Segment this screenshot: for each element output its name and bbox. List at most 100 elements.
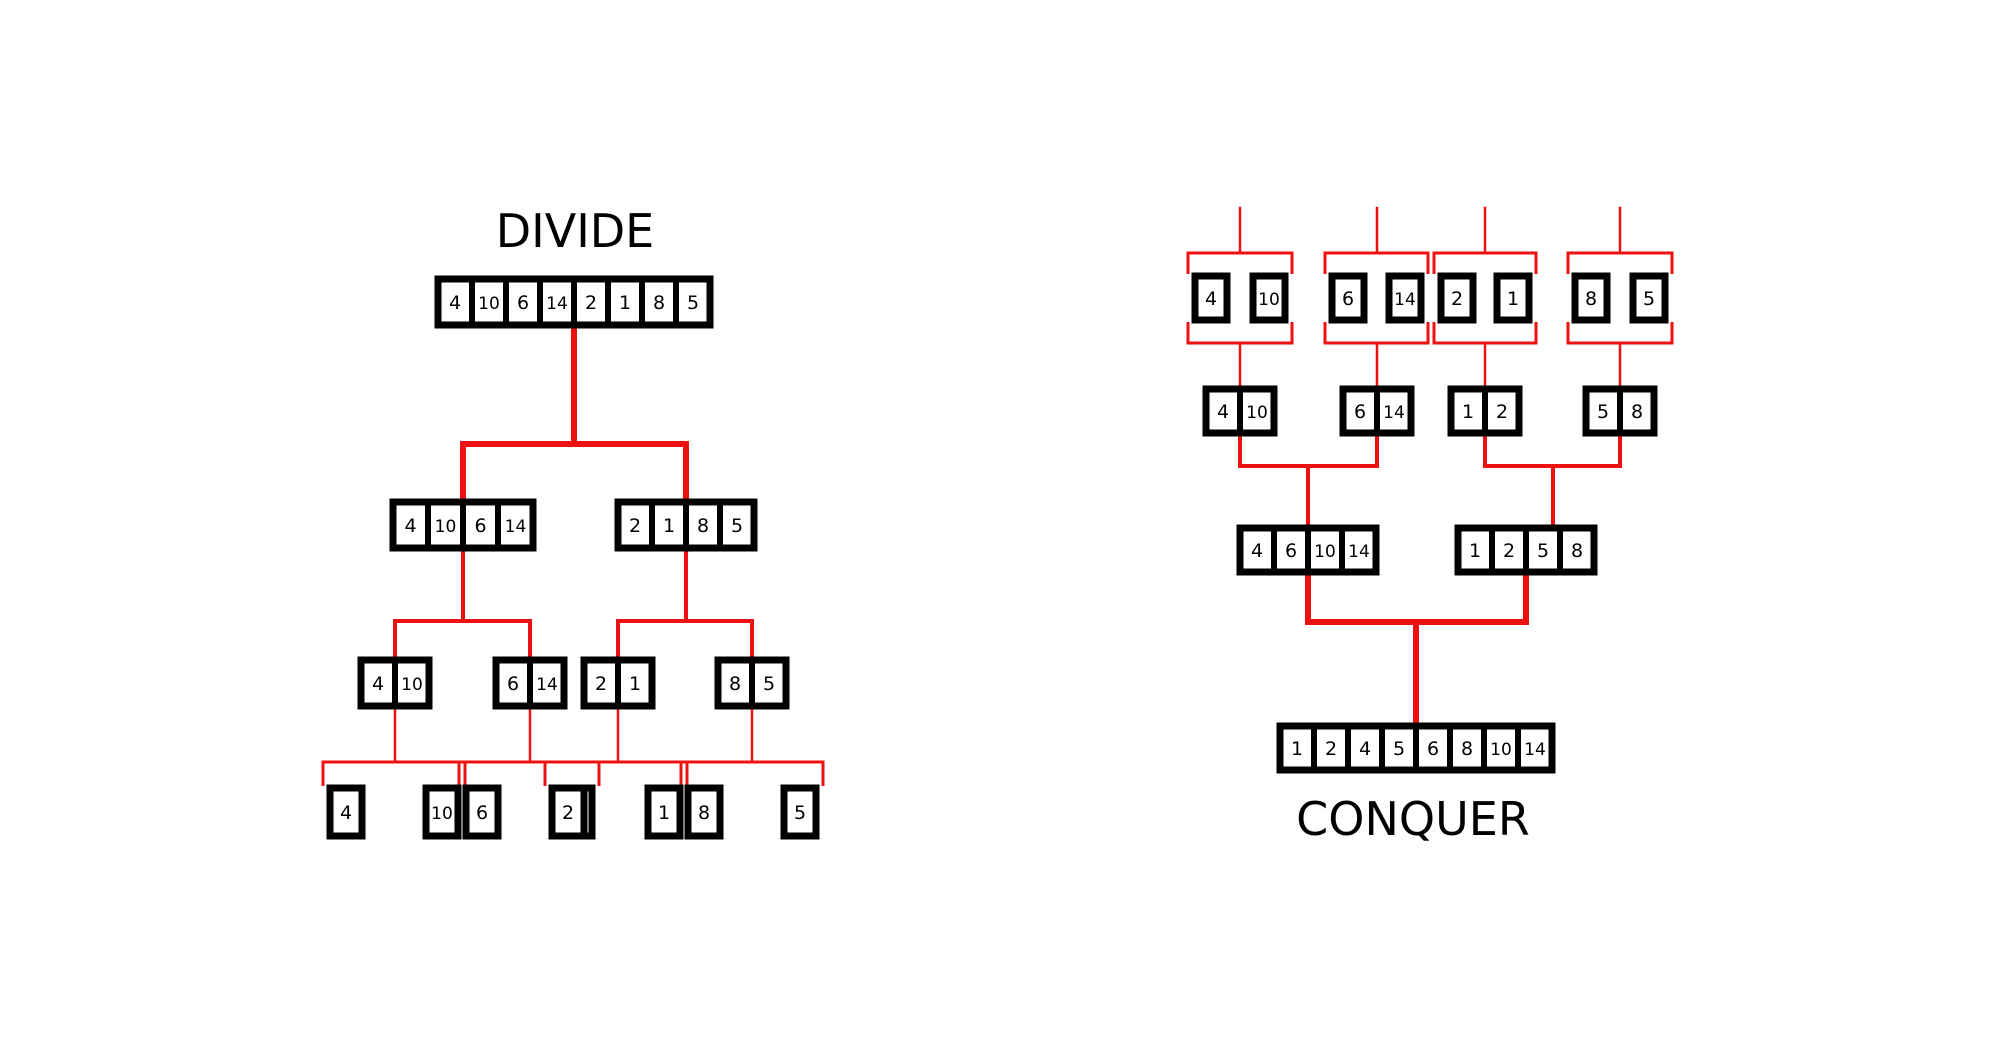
array-cell-value: 2: [595, 673, 607, 695]
array-cell-value: 8: [1631, 401, 1643, 423]
array-cell-value: 2: [1496, 401, 1508, 423]
cell-value: 8: [1585, 288, 1597, 310]
conquer-level-0-cell: 10: [1249, 272, 1289, 324]
array-cell-value: 4: [404, 515, 416, 537]
divide-arrays: 4106142185410614218541061421854106142185: [326, 275, 820, 840]
array-cell-value: 10: [401, 675, 423, 695]
cell-frame: [780, 784, 820, 840]
cell-value: 5: [794, 802, 806, 824]
cell-frame: [1571, 272, 1611, 324]
array-cell-value: 10: [1490, 740, 1512, 760]
cell-frame: [422, 784, 462, 840]
cell-frame: [462, 784, 502, 840]
conquer-bracket: [1566, 251, 1674, 274]
array-cell-value: 5: [763, 673, 775, 695]
divide-level-3-cell: 6: [462, 784, 502, 840]
conquer-bracket: [1566, 322, 1674, 345]
divide-bracket: [543, 760, 689, 786]
array-cell-value: 4: [372, 673, 384, 695]
cell-value: 10: [431, 804, 453, 824]
cell-value: 5: [1643, 288, 1655, 310]
cell-frame: [1328, 272, 1368, 324]
conquer-bracket: [1323, 251, 1430, 274]
array-cell-value: 1: [1462, 401, 1474, 423]
array-cell-value: 14: [1348, 542, 1370, 562]
array-cell-value: 1: [1291, 738, 1303, 760]
array-cell-value: 4: [1359, 738, 1371, 760]
cell-frame: [684, 784, 724, 840]
cell-value: 1: [658, 802, 670, 824]
array-cell-value: 1: [1469, 540, 1481, 562]
divide-tree: 4106142185410614218541061421854106142185…: [321, 204, 825, 840]
array-cell-value: 2: [629, 515, 641, 537]
divide-level-3-cell: 5: [780, 784, 820, 840]
divide-level-2-array: 4 10: [357, 656, 433, 710]
divide-connectors: [321, 326, 825, 786]
array-cell-value: 8: [697, 515, 709, 537]
conquer-bracket: [1323, 322, 1430, 345]
array-cell-value: 14: [546, 294, 568, 314]
array-cell-value: 6: [474, 515, 486, 537]
cell-frame: [326, 784, 366, 840]
array-cell-value: 5: [1537, 540, 1549, 562]
array-cell-value: 5: [687, 292, 699, 314]
array-cell-value: 10: [478, 294, 500, 314]
divide-level-3-cell: 1: [644, 784, 684, 840]
divide-bracket: [321, 760, 467, 786]
divide-bracket: [679, 760, 825, 786]
cell-value: 2: [562, 802, 574, 824]
divide-level-3-cell: 2: [548, 784, 588, 840]
divide-title: DIVIDE: [496, 204, 655, 258]
conquer-title: CONQUER: [1296, 792, 1530, 846]
array-cell-value: 6: [507, 673, 519, 695]
array-cell-value: 10: [1246, 403, 1268, 423]
conquer-bracket: [1432, 251, 1538, 274]
conquer-level-0-cell: 14: [1385, 272, 1425, 324]
cell-value: 6: [476, 802, 488, 824]
array-cell-value: 5: [731, 515, 743, 537]
cell-value: 4: [1205, 288, 1217, 310]
array-cell-value: 5: [1597, 401, 1609, 423]
cell-frame: [1493, 272, 1533, 324]
cell-value: 2: [1451, 288, 1463, 310]
conquer-level-0-cell: 4: [1191, 272, 1231, 324]
cell-value: 6: [1342, 288, 1354, 310]
array-cell-value: 8: [729, 673, 741, 695]
array-cell-value: 2: [1503, 540, 1515, 562]
array-cell-value: 1: [663, 515, 675, 537]
cell-value: 10: [1258, 290, 1280, 310]
array-cell-value: 1: [629, 673, 641, 695]
array-cell-value: 14: [1383, 403, 1405, 423]
cell-frame: [1629, 272, 1669, 324]
conquer-level-0-cell: 8: [1571, 272, 1611, 324]
cell-value: 4: [340, 802, 352, 824]
array-cell-value: 8: [1461, 738, 1473, 760]
conquer-bracket: [1186, 322, 1294, 345]
array-cell-value: 2: [585, 292, 597, 314]
cell-frame: [1191, 272, 1231, 324]
cell-value: 8: [698, 802, 710, 824]
cell-frame: [1249, 272, 1289, 324]
cell-frame: [548, 784, 588, 840]
divide-level-3-cell: 8: [684, 784, 724, 840]
array-cell-value: 5: [1393, 738, 1405, 760]
array-cell-value: 14: [505, 517, 527, 537]
array-cell-value: 6: [517, 292, 529, 314]
conquer-level-0-cell: 1: [1493, 272, 1533, 324]
cell-frame: [644, 784, 684, 840]
array-cell-value: 4: [1251, 540, 1263, 562]
array-cell-value: 6: [1285, 540, 1297, 562]
divide-level-3-cell: 10: [422, 784, 462, 840]
